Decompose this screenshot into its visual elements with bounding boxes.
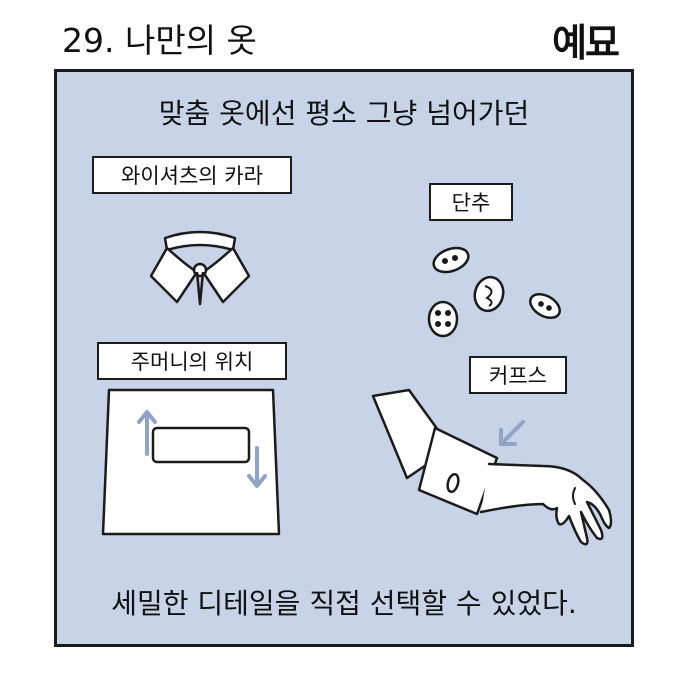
- caption-bottom: 세밀한 디테일을 직접 선택할 수 있었다.: [111, 587, 577, 620]
- brand-logo: 예묘: [552, 21, 620, 65]
- collar-illustration: [149, 230, 251, 306]
- buttons-illustration: [427, 246, 561, 338]
- label-buttons: 단추: [429, 183, 513, 221]
- pocket-illustration: [101, 388, 281, 536]
- caption-top: 맞춤 옷에선 평소 그냥 넘어가던: [158, 97, 530, 130]
- comic-panel: 맞춤 옷에선 평소 그냥 넘어가던: [54, 69, 634, 647]
- panel-illustration: [101, 230, 613, 546]
- label-collar: 와이셔츠의 카라: [92, 156, 292, 194]
- cuff-illustration: [371, 388, 613, 546]
- episode-title: 29. 나만의 옷: [62, 21, 257, 60]
- label-cuffs: 커프스: [469, 356, 567, 394]
- label-pocket: 주머니의 위치: [97, 342, 287, 380]
